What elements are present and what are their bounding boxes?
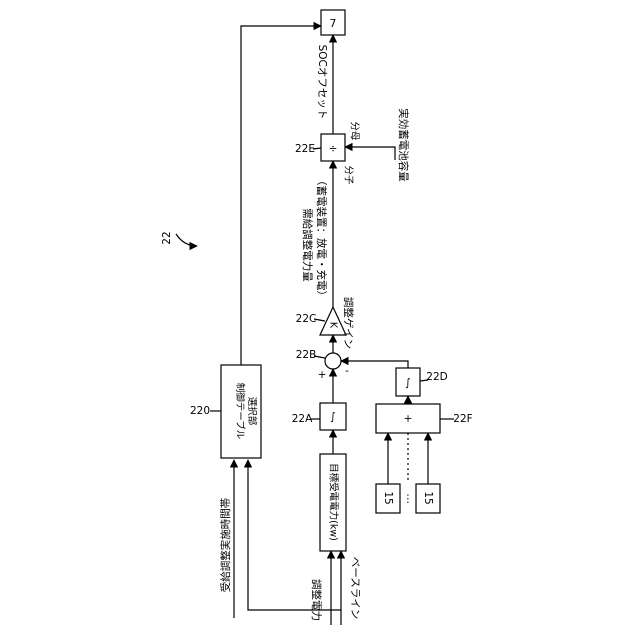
integrator-22d-ref: 22D <box>426 371 447 383</box>
target-power-text: 目標受電電力(kw) <box>328 463 340 541</box>
unit-15-b-text: 15 <box>422 491 434 504</box>
adder-22f-ref: 22F <box>453 413 472 425</box>
summer-minus-sign: - <box>345 365 349 377</box>
summer-22b-circle <box>325 353 341 369</box>
integrator-22d-symbol: ∫ <box>405 377 410 389</box>
summer-plus-sign: + <box>318 369 327 381</box>
gain-label: 調整ゲイン <box>342 297 355 349</box>
figure-ref-label: 22 <box>161 231 173 244</box>
adder-22f-symbol: + <box>404 413 413 425</box>
soc-offset-label: SOCオフセット <box>316 45 328 120</box>
gain-22c-ref: 22C <box>296 313 317 325</box>
summer-22b-ref: 22B <box>296 349 317 361</box>
divider-22e-ref: 22E <box>295 143 315 155</box>
divider-numerator-label: 分子 <box>343 165 354 185</box>
integrator-22a-symbol: ∫ <box>330 411 335 423</box>
period-label: 受給調整実施時間帯 <box>219 498 232 593</box>
adj-power-label: 調整電力 <box>310 579 323 621</box>
divider-22e-symbol: ÷ <box>329 143 338 155</box>
supply-adjustment-label-2: （蓄電装置：放電・充電） <box>315 175 328 301</box>
22d-to-summer-line <box>341 361 408 368</box>
control-table-text-1: 制御テーブル <box>234 383 246 440</box>
control-table-text-2: 選択部 <box>246 397 258 426</box>
figure-ref-leader <box>176 234 197 246</box>
supply-adjustment-label-1: 需給調整電力量 <box>301 208 314 282</box>
effective-capacity-label: 実効蓄電池容量 <box>397 108 410 182</box>
unit-ellipsis: ⋮ <box>403 493 414 505</box>
gain-22c-symbol: K <box>328 322 339 329</box>
integrator-22a-ref: 22A <box>292 413 313 425</box>
baseline-label: ベースライン <box>349 557 361 619</box>
output-7-text: 7 <box>330 18 337 30</box>
capacity-to-divider-line <box>345 147 395 160</box>
divider-denominator-label: 分母 <box>349 121 360 140</box>
control-table-ref: 220 <box>190 405 210 417</box>
unit-15-a-text: 15 <box>382 491 394 504</box>
